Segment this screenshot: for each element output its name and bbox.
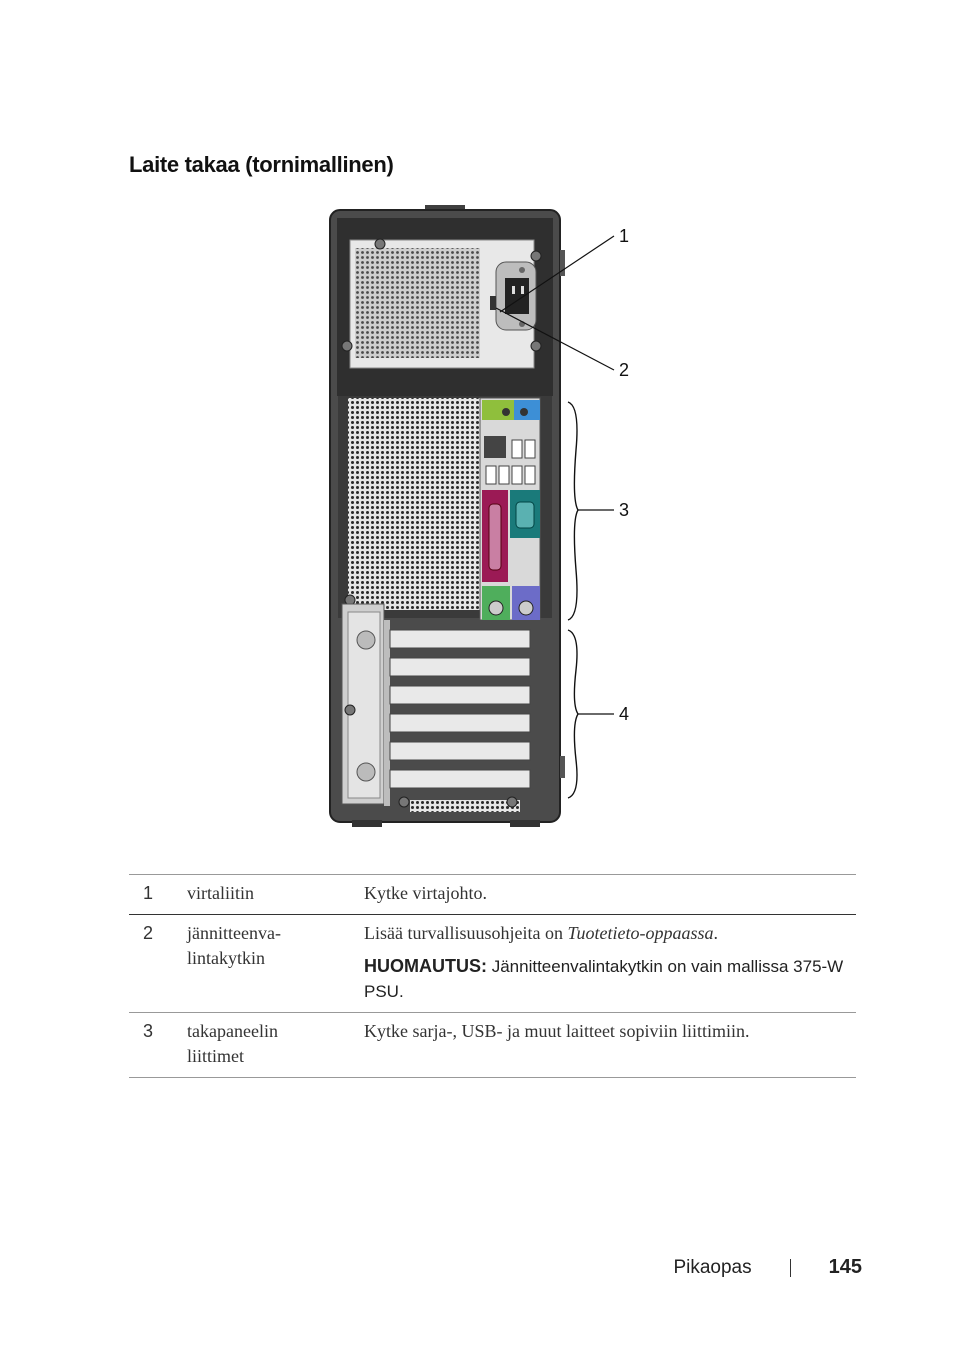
legend-row: 1 virtaliitin Kytke virtajohto. bbox=[129, 874, 856, 915]
callout-number-1: 1 bbox=[619, 226, 630, 246]
note-text: Jännitteenvalintakytkin on vain mallissa… bbox=[364, 957, 844, 1001]
back-panel-connectors bbox=[479, 397, 541, 621]
callout-number-3: 3 bbox=[619, 500, 630, 520]
page-number: 145 bbox=[828, 1256, 862, 1278]
chassis-vent-grille bbox=[348, 398, 480, 610]
callout-number-2: 2 bbox=[619, 360, 630, 380]
legend-number: 1 bbox=[143, 883, 154, 903]
page-heading: Laite takaa (tornimallinen) bbox=[129, 152, 394, 177]
guide-title: Tuotetieto-oppaassa bbox=[567, 923, 714, 943]
computer-back-illustration bbox=[329, 205, 615, 827]
psu-fan-grille bbox=[355, 248, 480, 358]
page-footer: Pikaopas 145 bbox=[673, 1256, 862, 1279]
network-port bbox=[484, 436, 506, 458]
callout-legend-table: 1 virtaliitin Kytke virtajohto. 2 jännit… bbox=[129, 874, 856, 1078]
description-text: Lisää turvallisuusohjeita on bbox=[364, 923, 568, 943]
expansion-card-slots bbox=[389, 629, 531, 789]
legend-description: Kytke virtajohto. bbox=[364, 883, 487, 903]
legend-description: Lisää turvallisuusohjeita on Tuotetieto-… bbox=[364, 915, 856, 1013]
voltage-selection-switch bbox=[490, 296, 496, 310]
legend-row: 3 takapaneelin liittimet Kytke sarja-, U… bbox=[129, 1013, 856, 1078]
callout-line-1 bbox=[499, 235, 615, 313]
footer-label: Pikaopas bbox=[673, 1256, 752, 1278]
legend-number: 3 bbox=[143, 1021, 154, 1041]
legend-term: takapaneelin liittimet bbox=[187, 1021, 278, 1066]
footer-divider bbox=[789, 1258, 791, 1277]
callout-number-4: 4 bbox=[619, 704, 630, 724]
legend-term: jännitteenva- lintakytkin bbox=[187, 923, 281, 968]
legend-description: Kytke sarja-, USB- ja muut laitteet sopi… bbox=[364, 1021, 750, 1041]
callout-brace-4 bbox=[567, 629, 579, 799]
note-label: HUOMAUTUS: bbox=[364, 956, 487, 976]
legend-term: virtaliitin bbox=[187, 883, 254, 903]
callout-brace-3 bbox=[567, 401, 579, 621]
callout-line-2 bbox=[495, 307, 615, 371]
power-supply bbox=[341, 238, 542, 369]
description-end: . bbox=[713, 923, 718, 943]
legend-number: 2 bbox=[143, 923, 154, 943]
note-box: HUOMAUTUS: Jännitteenvalintakytkin on va… bbox=[364, 954, 856, 1004]
legend-row: 2 jännitteenva- lintakytkin Lisää turval… bbox=[129, 915, 856, 1013]
